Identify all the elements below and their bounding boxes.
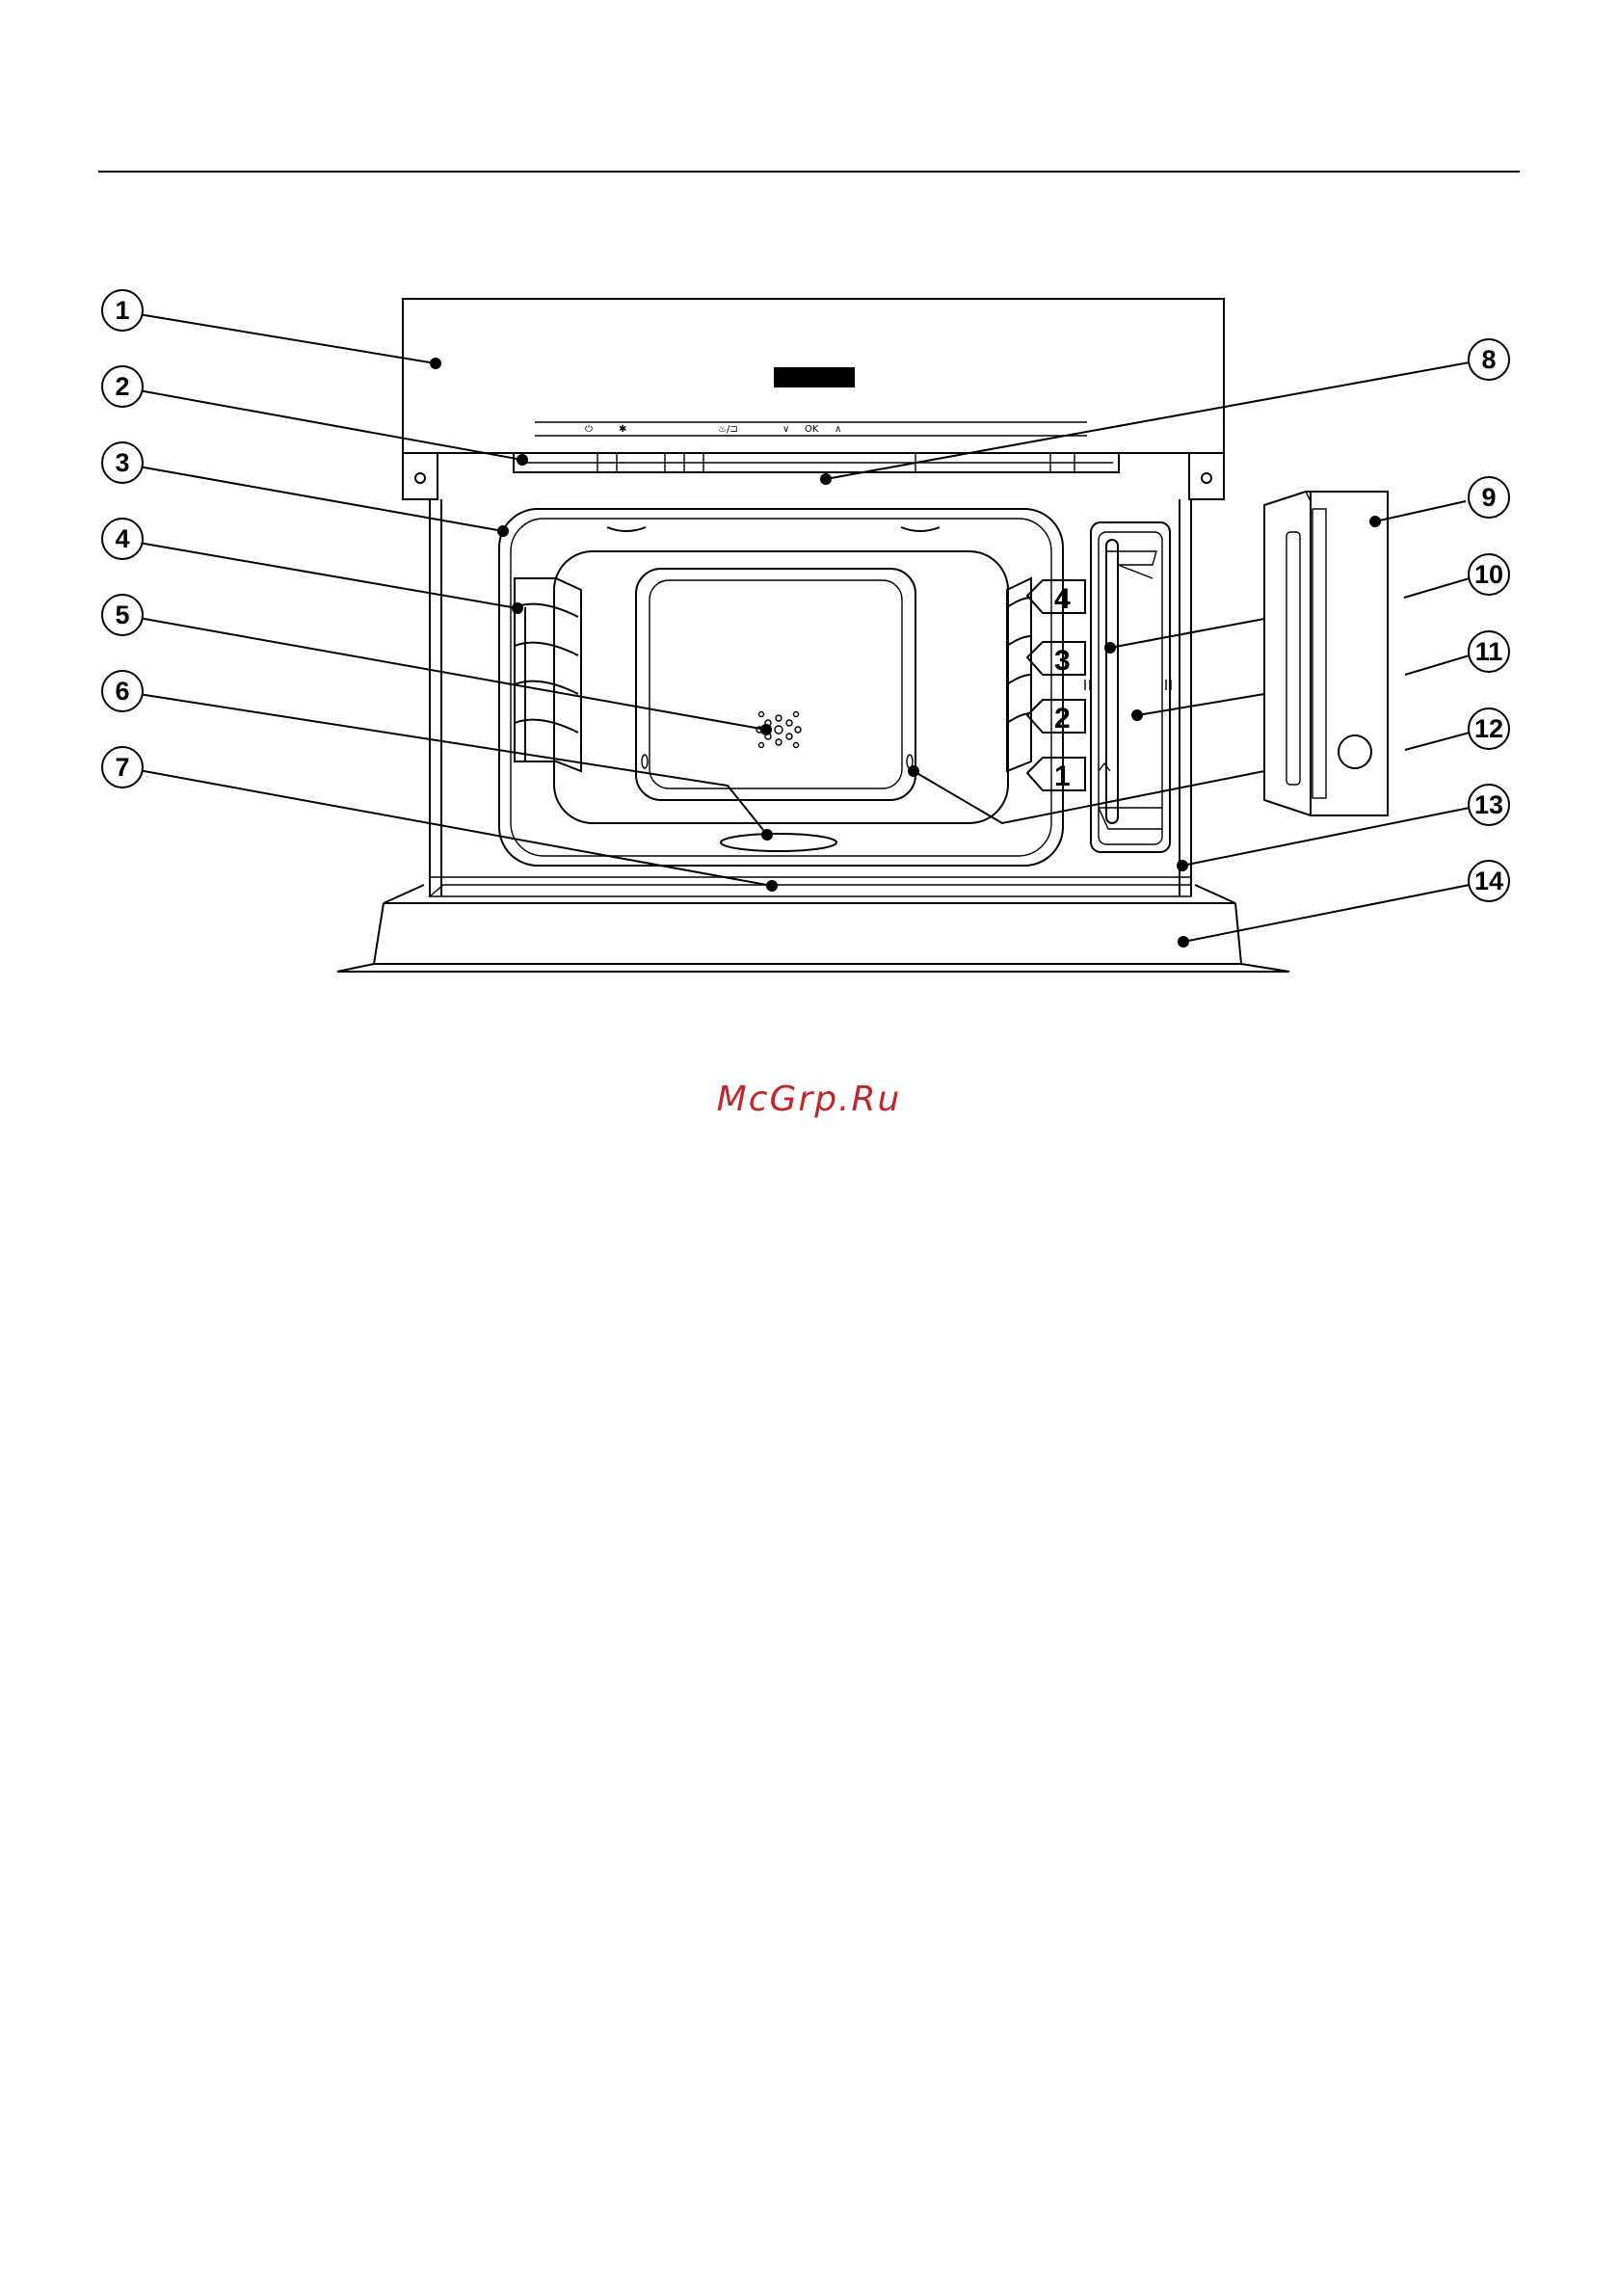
oven-cavity (430, 509, 1191, 877)
callout-label-1: 1 (115, 296, 129, 325)
oven-door (337, 885, 1289, 972)
callout-label-9: 9 (1481, 483, 1496, 512)
right-shelf-runners (1007, 578, 1031, 771)
watermark: McGrp.Ru (0, 1080, 1618, 1119)
mode-symbol: ♨/⊐ (718, 424, 738, 435)
callout-label-6: 6 (115, 677, 129, 706)
light-symbol: ✱ (619, 424, 626, 435)
callout-label-11: 11 (1475, 637, 1503, 666)
callout-label-8: 8 (1481, 345, 1496, 374)
callout-label-13: 13 (1474, 790, 1503, 819)
floor-element (721, 834, 836, 851)
callout-label-5: 5 (115, 601, 129, 629)
control-panel: ⏻ ✱ ♨/⊐ ∨ OK ∧ (403, 299, 1224, 472)
shelf-level-3: 3 (1054, 645, 1071, 677)
ok-symbol: OK (805, 424, 819, 435)
shelf-level-2: 2 (1054, 703, 1071, 734)
callout-label-7: 7 (115, 753, 129, 782)
water-container (1264, 492, 1388, 815)
callout-label-14: 14 (1474, 867, 1503, 895)
callout-label-3: 3 (115, 448, 129, 477)
down-symbol: ∨ (782, 424, 789, 435)
up-symbol: ∧ (835, 424, 841, 435)
callout-label-12: 12 (1474, 714, 1503, 743)
shelf-level-tags: 4 3 2 1 (1027, 580, 1085, 792)
rear-panel (636, 569, 915, 800)
callout-label-4: 4 (115, 524, 129, 553)
left-shelf-runners (515, 578, 581, 771)
shelf-level-1: 1 (1054, 761, 1071, 792)
water-tank-compartment (1085, 522, 1171, 852)
shelf-level-4: 4 (1054, 583, 1071, 615)
callout-label-10: 10 (1474, 560, 1503, 589)
power-symbol: ⏻ (585, 424, 593, 435)
leader-lines (139, 314, 1470, 942)
container-lid-button (1339, 735, 1371, 768)
callout-label-2: 2 (115, 372, 129, 401)
display (774, 367, 855, 387)
